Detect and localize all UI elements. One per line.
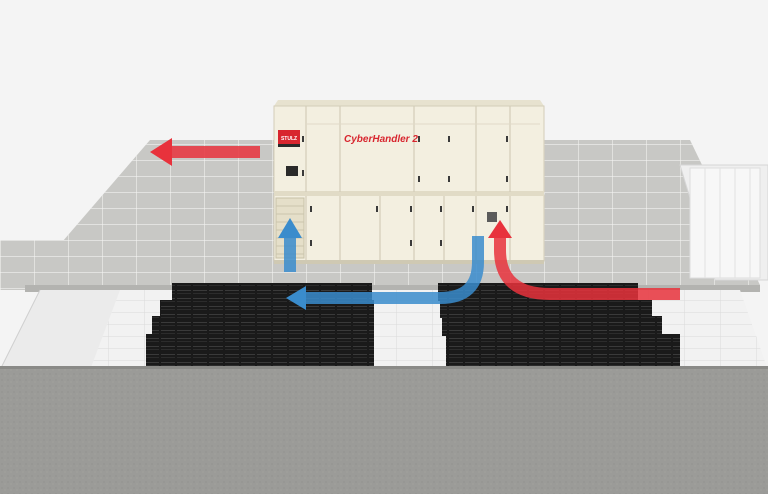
- side-wall: [679, 164, 768, 281]
- cold-air-arrow: [278, 218, 302, 272]
- hot-air-arrow: [488, 220, 680, 300]
- server-rack: [446, 334, 680, 366]
- unit-title: CyberHandler 2: [344, 134, 418, 145]
- server-rack: [146, 334, 374, 366]
- server-rack: [152, 316, 374, 336]
- cyberhandler-unit: [273, 100, 545, 264]
- server-rack: [440, 300, 652, 318]
- control-display: [286, 166, 298, 176]
- server-rack: [160, 300, 374, 318]
- stulz-logo: STULZ: [278, 130, 300, 147]
- server-rack: [442, 316, 662, 336]
- sensor-box: [487, 212, 497, 222]
- hot-air-arrow: [150, 138, 260, 166]
- ground-section: [0, 366, 768, 494]
- cold-air-arrow: [286, 236, 484, 310]
- logo-text: STULZ: [281, 136, 297, 142]
